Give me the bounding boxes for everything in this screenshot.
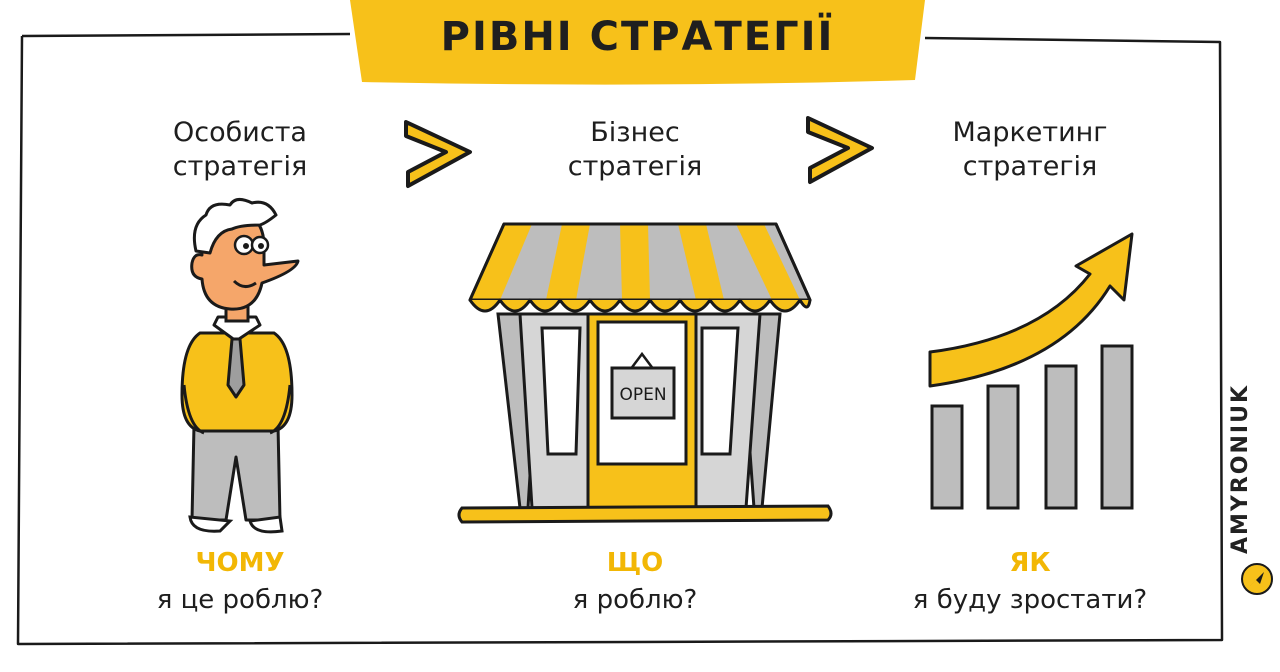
growth-chart-illustration [928, 232, 1134, 510]
person-illustration [180, 198, 300, 534]
title-banner [350, 0, 925, 85]
heading-business-line1: Бізнес [590, 117, 680, 148]
open-sign-text: OPEN [619, 385, 666, 405]
chevron-right-icon [404, 120, 472, 188]
arrow-logo-icon [1241, 563, 1273, 595]
question-text-why: я це роблю? [156, 585, 324, 615]
growth-bar [930, 404, 964, 510]
growth-bar [1100, 344, 1134, 510]
question-word-what: ЩО [606, 548, 664, 578]
question-text-what: я роблю? [572, 585, 698, 615]
heading-personal-strategy: Особиста стратегія [150, 116, 330, 184]
brand-name: AMYRONIUK [1228, 383, 1253, 554]
shop-illustration: OPEN [457, 222, 833, 524]
heading-business-line2: стратегія [567, 151, 703, 182]
heading-personal-line2: стратегія [172, 151, 308, 182]
heading-marketing-line1: Маркетинг [952, 117, 1108, 148]
heading-marketing-strategy: Маркетинг стратегія [930, 116, 1130, 184]
growth-bar [1044, 364, 1078, 510]
growth-bar [986, 384, 1020, 510]
heading-business-strategy: Бізнес стратегія [545, 116, 725, 184]
question-word-why: ЧОМУ [195, 548, 285, 578]
question-text-how: я буду зростати? [912, 585, 1148, 615]
page-title: РІВНІ СТРАТЕГІЇ [440, 14, 835, 60]
heading-personal-line1: Особиста [173, 117, 307, 148]
open-sign [610, 366, 676, 420]
chevron-right-icon [806, 116, 874, 184]
question-word-how: ЯК [1009, 548, 1051, 578]
heading-marketing-line2: стратегія [962, 151, 1098, 182]
